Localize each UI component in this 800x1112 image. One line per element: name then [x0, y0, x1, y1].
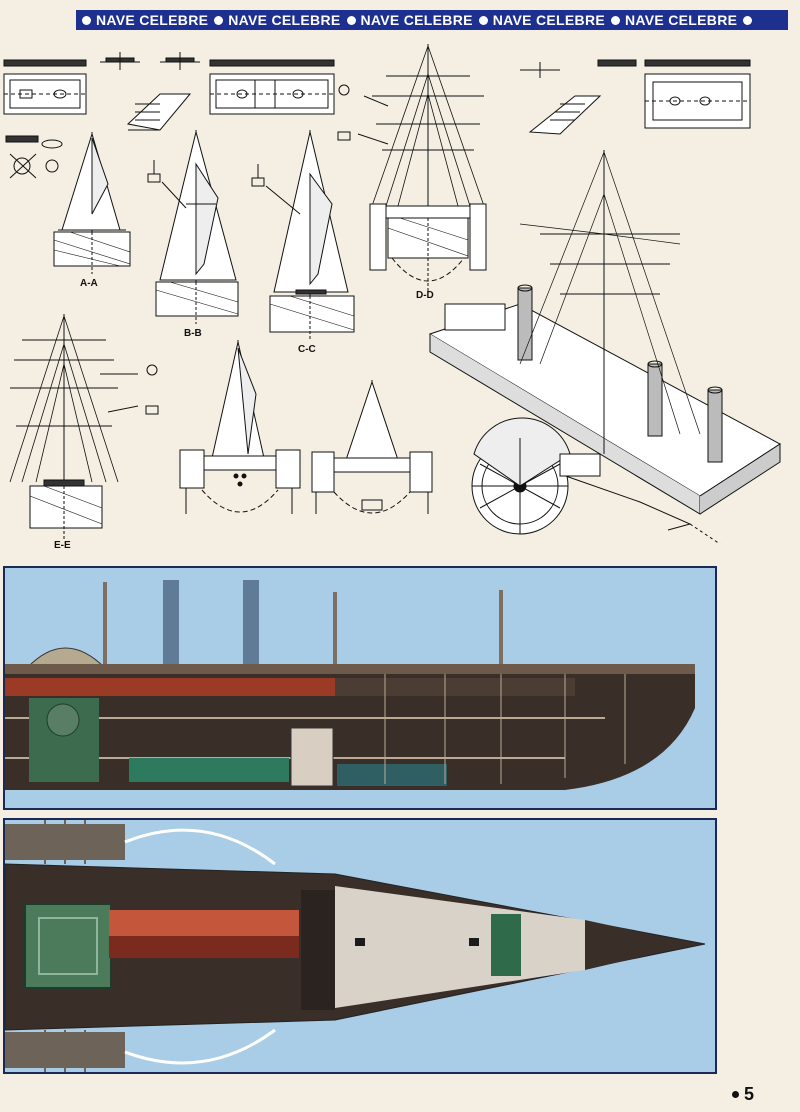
section-cc — [251, 130, 355, 339]
bullet-icon — [743, 15, 753, 25]
section-aa — [53, 132, 131, 274]
plan-view-right — [520, 59, 751, 135]
bullet-icon — [82, 15, 91, 25]
label-ee: E-E — [54, 540, 71, 551]
bullet-icon — [478, 15, 488, 25]
plan-view-center — [209, 59, 335, 115]
banner-unit: NAVE CELEBRE — [478, 12, 605, 28]
stair-detail — [126, 93, 192, 131]
page-number: 5 — [732, 1084, 754, 1105]
plan-view-left — [3, 59, 87, 115]
banner-unit: NAVE CELEBRE — [611, 12, 737, 28]
plan-cutaway-illustration — [5, 820, 715, 1072]
banner-unit: NAVE CELEBRE — [214, 12, 340, 28]
section-ee — [9, 314, 159, 539]
side-cutaway-panel — [3, 566, 717, 810]
fittings — [5, 135, 63, 179]
section-dd — [337, 44, 487, 294]
banner-unit — [743, 15, 757, 25]
side-cutaway-illustration — [5, 568, 715, 808]
small-section — [100, 52, 200, 70]
bullet-icon — [346, 15, 356, 25]
bullet-icon — [611, 15, 620, 25]
banner-unit: NAVE CELEBRE — [346, 12, 473, 28]
isometric-ship — [428, 150, 781, 545]
technical-drawings: A-A B-B C-C D-D E-E — [3, 44, 781, 551]
bow-view — [179, 340, 301, 514]
stern-view — [311, 380, 433, 514]
label-bb: B-B — [184, 328, 202, 339]
banner-unit: NAVE CELEBRE — [82, 12, 208, 28]
section-bb — [147, 130, 239, 324]
label-dd: D-D — [416, 290, 434, 301]
label-aa: A-A — [80, 278, 98, 289]
plan-cutaway-panel — [3, 818, 717, 1074]
bullet-icon — [214, 15, 224, 25]
label-cc: C-C — [298, 344, 316, 355]
header-banner: NAVE CELEBRE NAVE CELEBRE NAVE CELEBRE N… — [76, 10, 788, 30]
bullet-icon — [732, 1091, 739, 1098]
